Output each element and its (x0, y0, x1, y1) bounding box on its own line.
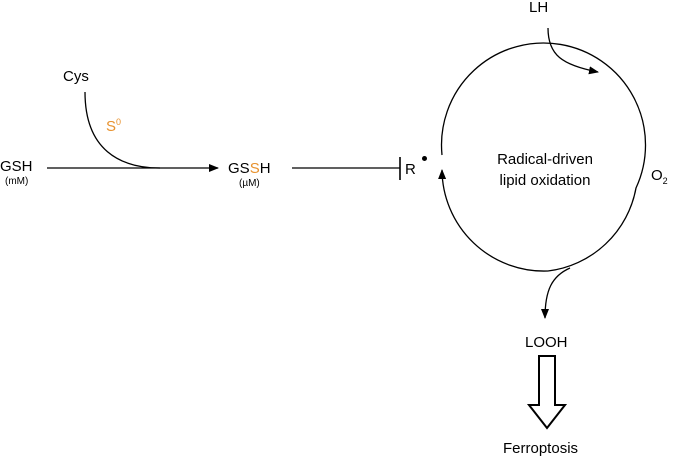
gssh-suffix: H (259, 160, 271, 177)
o2-subscript: 2 (662, 176, 668, 186)
cys-label: Cys (63, 68, 89, 85)
radical-letter: R (405, 161, 416, 178)
radical-label: R (405, 162, 416, 177)
o2-base: O (651, 167, 663, 184)
looh-label: LOOH (525, 334, 568, 351)
s0-superscript: 0 (116, 117, 122, 127)
cycle-upper-arc (440, 42, 647, 272)
cycle-label-line-1: Radical-driven (497, 151, 593, 168)
gsh-label: GSH (0, 158, 33, 175)
gssh-prefix: GS (228, 160, 250, 177)
looh-to-ferroptosis-arrow (526, 355, 568, 430)
gssh-label: GSSH (228, 161, 271, 176)
s0-label: S0 (106, 117, 122, 135)
cys-curve (84, 91, 161, 169)
cycle-lower-arc (438, 169, 549, 272)
radical-dot-icon (422, 156, 427, 161)
cycle-center-label: Radical-driven lipid oxidation (470, 149, 620, 191)
gsh-concentration: (mM) (5, 176, 29, 187)
lh-label: LH (529, 0, 549, 16)
looh-exit-arrow (541, 267, 571, 319)
s0-base: S (106, 118, 117, 135)
ferroptosis-label: Ferroptosis (503, 440, 579, 457)
o2-label: O2 (651, 167, 668, 186)
lh-entry-arrow (547, 27, 599, 75)
gssh-concentration: (µM) (239, 178, 260, 189)
cycle-label-line-2: lipid oxidation (499, 172, 591, 189)
gssh-sulfane-sulfur: S (249, 160, 260, 177)
